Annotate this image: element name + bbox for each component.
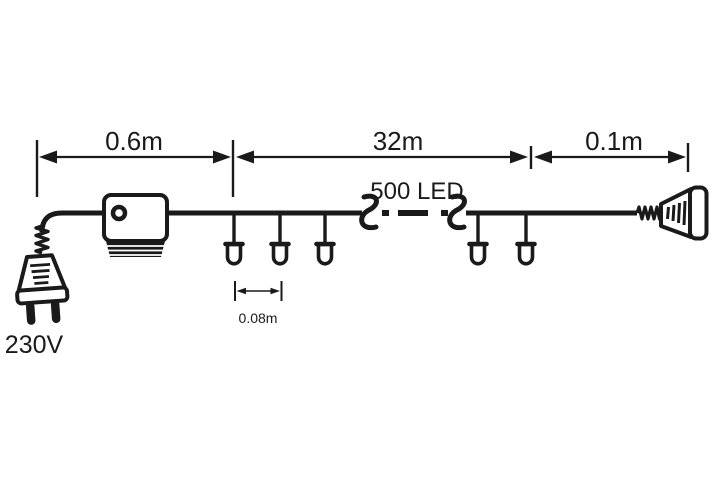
arrow-right-icon <box>270 287 280 295</box>
led-bulb <box>317 244 334 264</box>
break-symbol-left <box>359 193 379 231</box>
lead-length-label: 0.6m <box>105 126 163 156</box>
arrow-left-icon <box>236 287 246 295</box>
led-bulb <box>470 244 487 264</box>
arrow-right-icon <box>668 150 686 164</box>
arrow-left-icon <box>236 150 254 164</box>
connector-cap <box>688 185 709 241</box>
led-group-right <box>470 213 535 264</box>
tail-length-label: 0.1m <box>585 126 643 156</box>
rib-lines <box>106 245 165 256</box>
cord-bend <box>39 210 106 233</box>
arrow-left-icon <box>39 150 57 164</box>
plug-prong-right <box>50 300 61 324</box>
led-bulb <box>518 244 535 264</box>
break-symbol-right <box>447 193 467 231</box>
arrow-left-icon <box>534 150 552 164</box>
arrow-right-icon <box>510 150 528 164</box>
led-group-left <box>226 213 334 264</box>
end-connector <box>635 185 709 241</box>
led-bulb <box>226 244 243 264</box>
plug-prong-left <box>25 301 36 325</box>
voltage-label: 230V <box>5 331 64 359</box>
controller-indicator <box>110 204 128 222</box>
connector-cone <box>659 187 693 239</box>
dimension-lead: 0.6m <box>39 126 231 164</box>
dimension-ticks <box>35 140 690 197</box>
dimension-tail: 0.1m <box>534 126 686 164</box>
controller-ribbed-base <box>106 241 165 257</box>
plug-base <box>15 285 70 306</box>
main-length-label: 32m <box>373 126 424 156</box>
plug-vent-slots <box>30 262 51 285</box>
cord-strain-relief <box>34 224 50 255</box>
led-count-label: 500 LED <box>370 178 463 205</box>
led-bulb <box>272 244 289 264</box>
dimension-main: 32m <box>236 126 528 164</box>
connector-socket-lines <box>666 200 687 226</box>
power-cord <box>34 210 106 255</box>
led-spacing-label: 0.08m <box>239 310 278 326</box>
controller-box <box>102 193 169 257</box>
power-plug <box>15 253 70 325</box>
connector-strain-relief <box>635 205 664 221</box>
arrow-right-icon <box>213 150 231 164</box>
dimension-led-spacing: 0.08m <box>234 281 283 326</box>
